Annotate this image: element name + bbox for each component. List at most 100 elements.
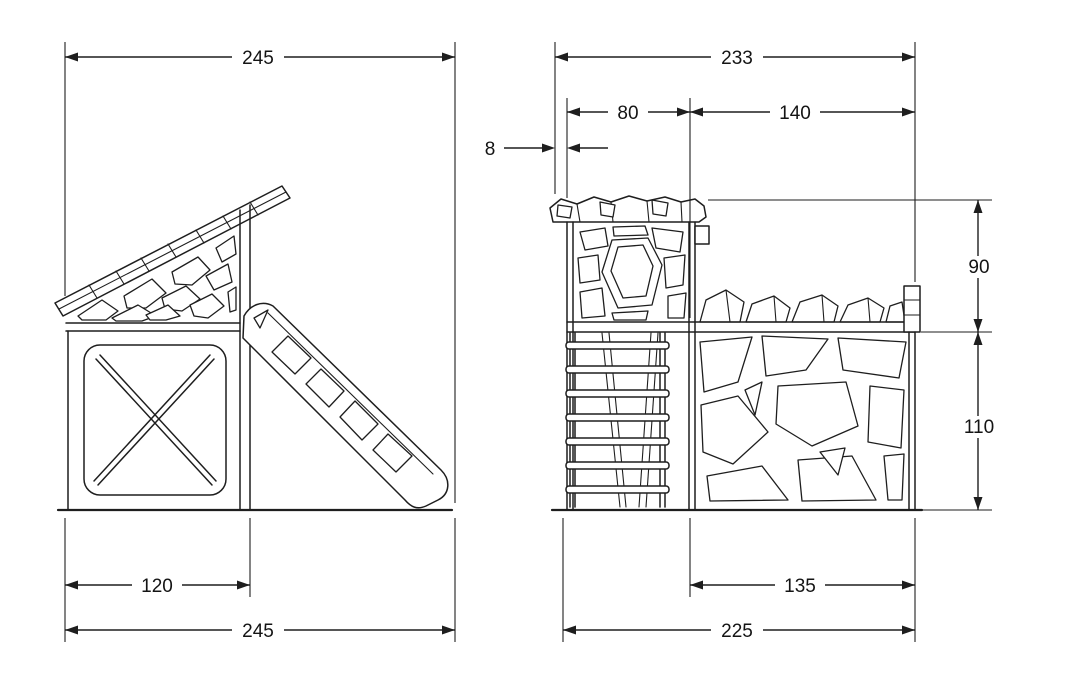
arrowhead [690,580,703,590]
tower-climbing-pattern [577,225,687,321]
dim-label-front-base-total: 225 [721,621,753,642]
ladder-rung [565,437,670,446]
rock-shard [867,385,905,449]
dim-side-base-inner-width: 120 [64,518,251,642]
x-brace [93,354,211,482]
rock-facet [773,295,777,323]
x-panel-frame [83,344,227,496]
rail-end-bracket [903,285,921,333]
gable-climbing-pattern [77,235,237,322]
slide-panel [339,400,379,441]
arrowhead [902,625,915,635]
dim-label-front-lower-height: 110 [964,417,994,438]
rock-shard [885,301,906,323]
rock-shard [227,286,237,313]
cap-facet [576,203,581,223]
rock-shard [667,292,687,319]
dim-front-ledge-overhang: 8 [485,139,608,160]
rock-shard [205,263,233,291]
rock-shard [123,278,167,309]
tower-cap [549,195,707,223]
ladder-rung [565,389,670,398]
wall-rail [566,285,921,333]
arrowhead [973,200,983,213]
cap-facet [680,201,683,223]
cap-outline [549,195,707,223]
dim-front-tower-width: 80 [566,98,691,318]
rock-shard [745,295,791,323]
arrowhead [690,107,703,117]
rock-shard [579,287,606,319]
dim-label-side-base-inner: 120 [141,576,173,597]
rock-shard [171,256,211,286]
ladder-rung [565,461,670,470]
arrowhead [65,580,78,590]
cap-rock [599,201,616,218]
rock-shard [663,254,686,289]
x-brace [95,358,213,486]
rock-shard [611,310,649,321]
dim-label-side-base-total: 245 [242,621,274,642]
arrowhead [555,52,568,62]
slide-rail-line [267,312,434,475]
arrowhead [442,52,455,62]
wall-post [239,204,251,511]
dim-label-front-wall-base: 135 [784,576,816,597]
x-brace [99,354,217,482]
wall-top-rocks [699,289,906,323]
dim-label-side-top-width: 245 [242,48,274,69]
arrowhead [973,497,983,510]
arrowhead [563,625,576,635]
ladder [565,332,670,508]
arrowhead [902,52,915,62]
arrowhead [902,580,915,590]
rock-shard [775,381,859,447]
dim-front-base-total-width: 225 [562,518,915,642]
dim-side-top-width: 245 [64,42,456,503]
dim-label-front-wall-width: 140 [779,103,811,124]
dimension-annotations: 245 120 245 233 [64,42,1001,642]
arrowhead [567,143,580,153]
roof-tick [115,270,125,285]
rock-shard [215,235,237,263]
label-mask [775,574,825,595]
cap-facet [646,200,650,223]
rock-facet [821,294,825,323]
rock-shard [744,381,763,416]
slide-panel [253,309,269,329]
dim-label-front-tower-width: 80 [617,103,638,124]
ladder-rung [565,413,670,422]
rock-facet [725,289,731,323]
rock-shard [791,294,839,323]
dim-label-front-ledge-overhang: 8 [485,139,496,160]
rock-shard [145,304,181,321]
ladder-rung [565,485,670,494]
front-view [549,195,924,512]
arrowhead [442,625,455,635]
dim-front-top-width: 233 [554,42,916,282]
roof-tick [249,201,259,216]
arrowhead [567,107,580,117]
dim-label-front-top-width: 233 [721,48,753,69]
roof-tick [140,257,150,272]
label-mask [132,574,182,595]
rock-shard [577,254,601,284]
ladder-rung [565,365,670,374]
arrowhead [65,625,78,635]
cap-rock [651,199,669,217]
label-mask [232,619,284,640]
roof-tick [167,243,177,258]
arrowhead [902,107,915,117]
roof [54,185,291,317]
label-mask [711,46,763,67]
ladder-rung [565,341,670,350]
dim-front-wall-base-width: 135 [689,518,916,642]
label-mask [232,46,284,67]
side-view [54,185,454,512]
rock-shard [189,293,225,319]
rock-shard [706,465,789,502]
slide-panel [372,433,413,473]
label-mask [960,256,997,278]
label-mask [770,101,820,122]
rock-shard [839,297,885,323]
